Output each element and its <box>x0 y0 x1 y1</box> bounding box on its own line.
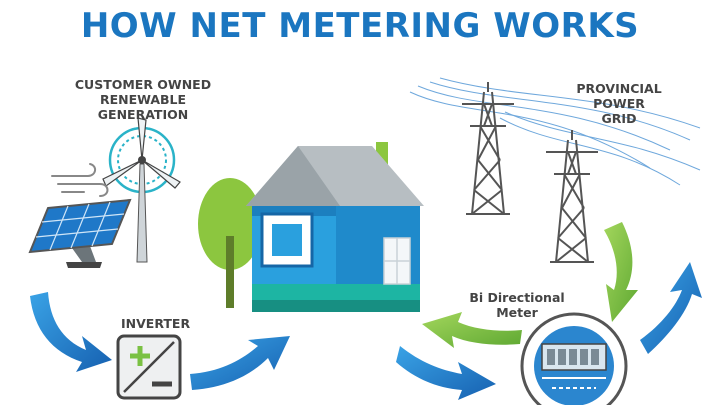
flow-arrow-house-to-meter <box>396 346 496 400</box>
tree-icon <box>198 178 262 308</box>
power-line-icon <box>409 77 701 186</box>
inverter-label: INVERTER <box>121 316 191 331</box>
page-title: HOW NET METERING WORKS <box>80 6 640 46</box>
flow-arrow-meter-to-grid <box>640 262 702 354</box>
grid-label-line-1: PROVINCIAL <box>576 81 662 96</box>
solar-panel-icon <box>28 198 132 268</box>
flow-arrow-meter-to-house <box>422 312 522 348</box>
meter-label: Bi Directional Meter <box>462 290 572 320</box>
grid-label: PROVINCIAL POWER GRID <box>574 81 664 126</box>
generation-label-line-1: CUSTOMER OWNED <box>74 77 212 92</box>
grid-label-line-2: POWER GRID <box>593 96 645 126</box>
meter-label-line-1: Bi Directional <box>469 290 565 305</box>
wind-gust-icon <box>51 163 109 197</box>
transmission-tower-icon <box>462 82 514 215</box>
electric-meter-icon <box>520 312 628 405</box>
flow-arrow-inverter-to-house <box>190 336 290 390</box>
generation-label-line-2: RENEWABLE GENERATION <box>97 92 189 122</box>
flow-arrow-grid-to-meter <box>604 222 638 322</box>
wind-turbine-icon <box>102 117 181 263</box>
transmission-tower-icon <box>546 130 598 263</box>
flow-arrow-generation-to-inverter <box>30 292 112 372</box>
house-icon <box>246 142 424 312</box>
meter-label-line-2: Meter <box>496 305 538 320</box>
generation-label: CUSTOMER OWNED RENEWABLE GENERATION <box>68 77 218 122</box>
inverter-icon <box>116 334 182 400</box>
